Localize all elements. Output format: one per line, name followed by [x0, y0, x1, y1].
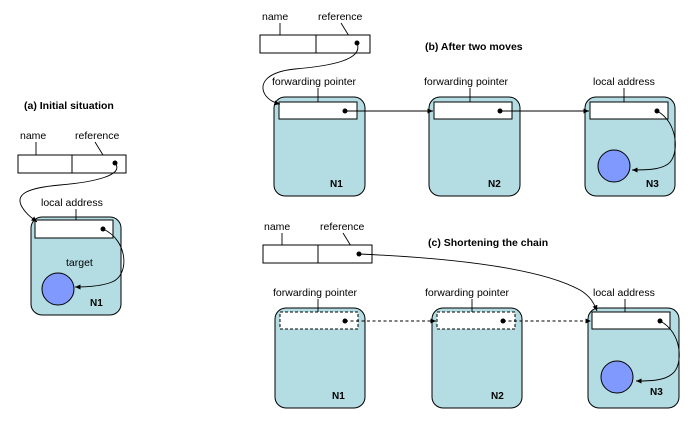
reference-field	[71, 154, 127, 174]
node-n2	[431, 307, 523, 409]
reference-field	[315, 34, 371, 54]
node-label-n2: N2	[491, 391, 504, 402]
slot-label: local address	[41, 197, 103, 209]
local-address-arrow	[74, 228, 125, 290]
panel-b-title: (b) After two moves	[425, 41, 523, 53]
panel-a: (a) Initial situation name reference loc…	[17, 100, 127, 316]
reference-arrow	[262, 42, 359, 106]
forwarding-pointer-slot-n1	[278, 101, 358, 120]
node-label-n1: N1	[332, 391, 345, 402]
reference-label: reference	[320, 221, 365, 233]
local-address-slot-n3	[591, 311, 671, 330]
reference-leader-line	[340, 22, 350, 37]
node-label-n1: N1	[90, 298, 103, 309]
reference-field	[317, 244, 373, 264]
target-object	[597, 149, 631, 183]
slot-label-n2: forwarding pointer	[425, 287, 510, 299]
forwarding-pointer-slot-n1	[279, 311, 359, 330]
target-object	[41, 272, 75, 306]
name-field	[262, 244, 319, 264]
node-n1	[274, 307, 366, 409]
panel-b: name reference (b) After two moves forwa…	[259, 11, 676, 197]
name-label: name	[20, 130, 46, 142]
local-address-arrow	[635, 320, 680, 384]
local-address-slot	[34, 219, 114, 239]
reference-label: reference	[75, 130, 120, 142]
node-n1	[273, 96, 366, 197]
panel-a-title: (a) Initial situation	[24, 100, 114, 112]
shortcut-reference-arrow	[358, 253, 598, 312]
panel-c-title: (c) Shortening the chain	[428, 237, 548, 249]
name-field	[17, 154, 73, 174]
name-field	[259, 34, 317, 54]
name-label: name	[262, 11, 288, 23]
forwarding-pointer-slot-n2	[436, 311, 516, 330]
node-label-n2: N2	[488, 179, 501, 190]
local-address-slot-n3	[589, 101, 669, 120]
node-n2	[428, 96, 521, 197]
panel-c: name reference (c) Shortening the chain …	[262, 221, 680, 409]
slot-label-n3: local address	[593, 76, 655, 88]
slot-label-n2: forwarding pointer	[424, 76, 509, 88]
slot-label-n3: local address	[593, 287, 655, 299]
forwarding-pointer-slot-n2	[433, 101, 513, 120]
target-object	[600, 360, 634, 394]
slot-label-n1: forwarding pointer	[273, 287, 358, 299]
reference-label: reference	[318, 11, 363, 23]
target-label: target	[66, 257, 93, 269]
slot-label-n1: forwarding pointer	[272, 76, 357, 88]
local-address-arrow	[631, 110, 676, 173]
name-label: name	[264, 221, 290, 233]
node-label-n3: N3	[650, 387, 663, 398]
node-label-n3: N3	[646, 179, 659, 190]
node-label-n1: N1	[330, 179, 343, 190]
reference-leader-line	[94, 141, 104, 156]
reference-leader-line	[342, 232, 352, 247]
reference-arrow	[19, 162, 118, 223]
